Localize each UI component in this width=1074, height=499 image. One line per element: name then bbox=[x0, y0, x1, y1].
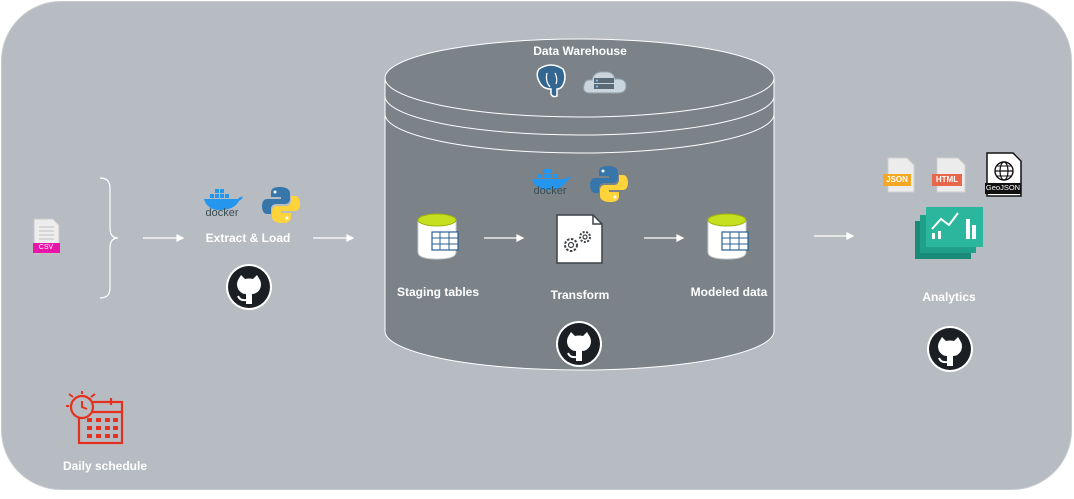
database-table-icon bbox=[707, 213, 749, 260]
modeled-data-label: Modeled data bbox=[690, 285, 768, 299]
docker-icon bbox=[532, 169, 571, 190]
github-icon bbox=[556, 321, 602, 367]
extract-load-label: Extract & Load bbox=[205, 231, 291, 245]
csv-badge-label: CSV bbox=[38, 244, 54, 251]
bracket bbox=[99, 177, 119, 299]
python-icon bbox=[262, 187, 300, 223]
docker-icon bbox=[204, 189, 243, 210]
analytics-label: Analytics bbox=[922, 290, 976, 304]
transform-label: Transform bbox=[550, 288, 610, 302]
postgresql-icon bbox=[536, 64, 566, 98]
database-table-icon bbox=[417, 213, 459, 260]
cloud-server-icon bbox=[583, 71, 627, 94]
github-icon bbox=[226, 264, 272, 310]
html-file-icon bbox=[932, 157, 966, 193]
github-icon bbox=[927, 326, 973, 372]
docker-wordmark: docker bbox=[205, 207, 239, 219]
json-badge: JSON bbox=[886, 175, 908, 184]
calendar-clock-icon bbox=[66, 391, 124, 445]
python-icon bbox=[590, 166, 628, 202]
docker-wordmark: docker bbox=[533, 185, 567, 197]
warehouse-title: Data Warehouse bbox=[533, 44, 627, 58]
geojson-badge: GeoJSON bbox=[985, 183, 1021, 192]
json-file-icon bbox=[883, 157, 915, 193]
gear-file-icon bbox=[556, 214, 603, 264]
dashboard-icon bbox=[915, 207, 983, 259]
geojson-file-icon bbox=[985, 152, 1022, 197]
staging-tables-label: Staging tables bbox=[396, 285, 479, 299]
csv-file-icon bbox=[33, 218, 60, 254]
daily-schedule-label: Daily schedule bbox=[62, 459, 148, 473]
html-badge: HTML bbox=[935, 175, 959, 184]
